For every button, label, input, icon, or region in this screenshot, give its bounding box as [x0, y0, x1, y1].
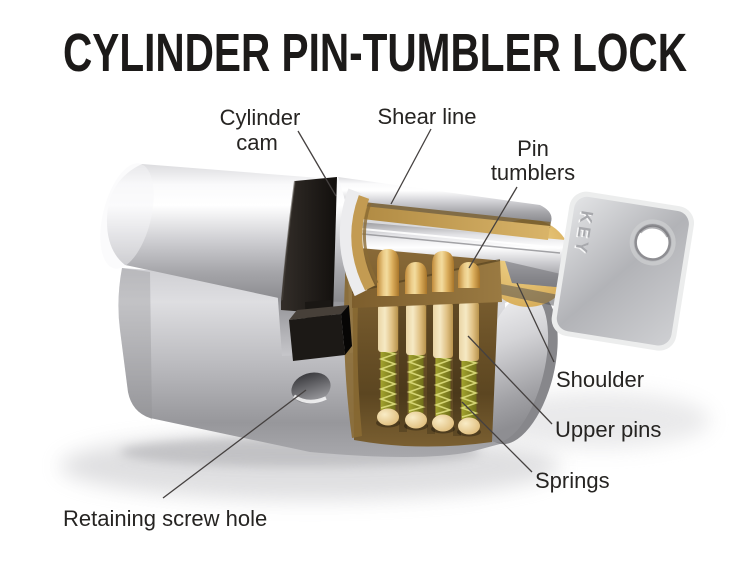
pin-tumbler	[405, 262, 427, 294]
pin-tumblers-leader	[468, 186, 518, 269]
labels: Cylinder cam Shear line Pin tumblers Sho…	[63, 104, 661, 531]
key-hole	[635, 225, 670, 260]
upper-pin	[459, 302, 479, 361]
spring-caps	[376, 408, 481, 437]
label-shoulder: Shoulder	[556, 367, 644, 392]
pin-tumbler	[432, 251, 454, 292]
leader-lines	[162, 128, 555, 499]
shoulder-leader	[516, 282, 555, 363]
upper-pins	[378, 302, 479, 361]
springs-leader	[461, 401, 533, 473]
lock-body-left-edge	[118, 268, 152, 420]
housing-cut-rim	[339, 188, 368, 297]
shear-line-leader	[390, 128, 432, 205]
retaining-screw-hole-leader	[162, 389, 307, 499]
cutaway-interior	[338, 177, 600, 447]
body-cut-face	[475, 291, 558, 445]
label-retaining-screw-hole: Retaining screw hole	[63, 506, 267, 531]
spring	[378, 348, 398, 410]
upper-pin	[378, 305, 398, 352]
springs	[378, 348, 479, 419]
spring-cap	[377, 408, 399, 426]
housing-top-strip	[338, 177, 552, 222]
brass-housing-strip	[345, 204, 550, 240]
upper-pin	[406, 304, 426, 355]
cam-tab-side	[341, 305, 352, 355]
page-title: CYLINDER PIN-TUMBLER LOCK	[63, 23, 687, 83]
spring	[459, 357, 479, 419]
spring-cap	[405, 411, 427, 429]
brass-cut-rim	[351, 195, 375, 291]
cam-tab	[289, 314, 345, 361]
pin-tumbler	[377, 249, 399, 296]
label-pin-tumblers-line2: tumblers	[491, 160, 575, 185]
pin-tumblers	[377, 249, 480, 296]
cam-band	[281, 177, 337, 314]
spring	[433, 354, 453, 416]
barrel-end-cap	[100, 163, 154, 269]
upper-pin	[433, 303, 453, 358]
key-bow: KEY KEY	[551, 191, 695, 351]
spring	[406, 351, 426, 413]
spring-cap	[458, 417, 480, 435]
pin-tumbler	[458, 262, 480, 288]
label-shear-line: Shear line	[377, 104, 476, 129]
upper-pins-leader	[467, 335, 553, 425]
label-springs: Springs	[535, 468, 610, 493]
cylinder-cam-leader	[297, 130, 337, 197]
cam-tab-top	[289, 305, 349, 320]
label-cylinder-cam-line1: Cylinder	[220, 105, 301, 130]
cylinder-cam	[281, 177, 352, 361]
spring-cap	[432, 414, 454, 432]
label-pin-tumblers-line1: Pin	[517, 136, 549, 161]
label-upper-pins: Upper pins	[555, 417, 661, 442]
label-cylinder-cam-line2: cam	[236, 130, 278, 155]
